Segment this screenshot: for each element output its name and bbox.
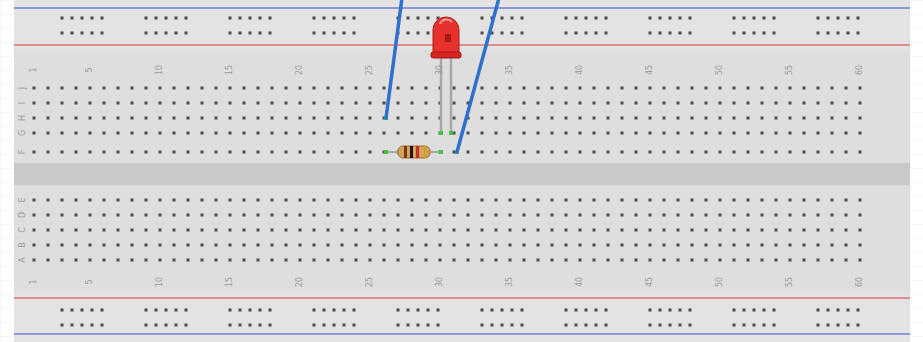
row-letter: D <box>19 212 27 218</box>
column-number: 15 <box>226 277 234 287</box>
column-number: 5 <box>86 67 94 72</box>
rail-line-blue <box>14 7 910 9</box>
rail-line-blue <box>14 333 910 335</box>
column-number: 60 <box>856 65 864 75</box>
column-number: 40 <box>576 277 584 287</box>
led-symbol <box>431 17 461 58</box>
led-leg <box>450 58 453 133</box>
column-number: 55 <box>786 277 794 287</box>
column-number: 10 <box>156 65 164 75</box>
row-letter: J <box>19 87 27 89</box>
rail-line-red <box>14 297 910 299</box>
column-number: 20 <box>296 65 304 75</box>
row-letter: I <box>19 102 27 104</box>
column-number: 10 <box>156 277 164 287</box>
column-number: 50 <box>716 277 724 287</box>
terminal-area <box>14 50 910 292</box>
rail-line-red <box>14 44 910 46</box>
board-body <box>14 0 910 342</box>
column-number: 30 <box>436 65 444 75</box>
jumper-wire <box>386 0 402 118</box>
jumper-wire <box>457 0 499 152</box>
column-number: 1 <box>30 67 38 72</box>
column-number: 45 <box>646 277 654 287</box>
row-letter: B <box>19 242 27 248</box>
hole-grid <box>33 17 862 327</box>
row-letter: C <box>19 227 27 233</box>
row-letter: H <box>19 115 27 121</box>
column-number: 30 <box>436 277 444 287</box>
column-number: 50 <box>716 65 724 75</box>
column-number: 35 <box>506 65 514 75</box>
row-letter: F <box>19 150 27 155</box>
column-number: 40 <box>576 65 584 75</box>
column-number: 5 <box>86 279 94 284</box>
row-letter: A <box>19 257 27 262</box>
column-number: 35 <box>506 277 514 287</box>
column-number: 25 <box>366 277 374 287</box>
column-number: 1 <box>30 279 38 284</box>
column-number: 25 <box>366 65 374 75</box>
column-number: 45 <box>646 65 654 75</box>
connected-hole <box>384 116 459 154</box>
column-number: 15 <box>226 65 234 75</box>
column-number: 20 <box>296 277 304 287</box>
center-channel <box>14 163 910 185</box>
row-letter: G <box>19 130 27 136</box>
column-number: 55 <box>786 65 794 75</box>
resistor-symbol <box>398 146 430 158</box>
row-letter: E <box>19 197 27 202</box>
column-number: 60 <box>856 277 864 287</box>
